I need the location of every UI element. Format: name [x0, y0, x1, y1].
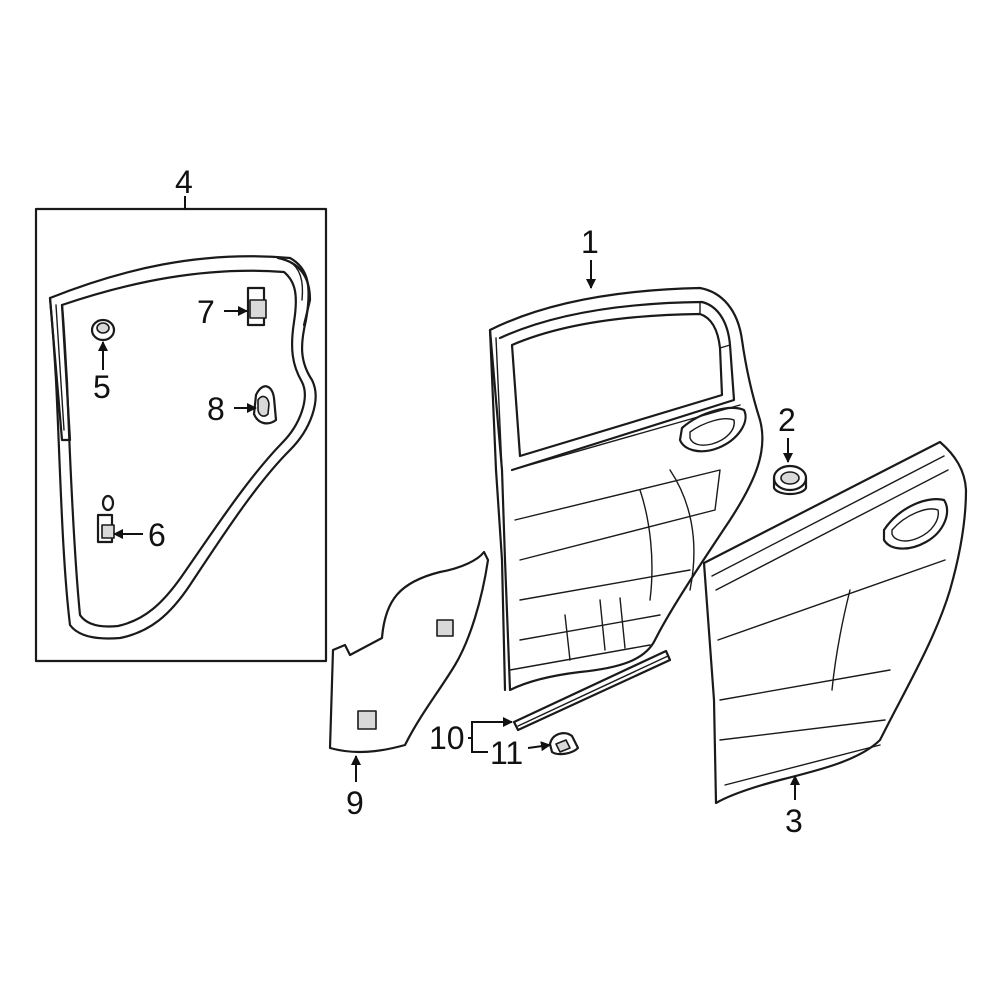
callout-5: 5 [93, 369, 111, 405]
clip-part-11 [548, 732, 580, 756]
door-shell-part-1 [488, 286, 764, 692]
callout-8: 8 [207, 391, 225, 427]
callout-9: 9 [346, 785, 364, 821]
door-outer-panel-part-3 [702, 440, 968, 805]
plug-part-2 [772, 464, 808, 496]
callout-1: 1 [581, 224, 599, 260]
callout-leaders [98, 260, 800, 800]
callout-7: 7 [197, 294, 215, 330]
callout-2: 2 [778, 402, 796, 438]
callout-3: 3 [785, 803, 803, 839]
film-part-9 [328, 550, 490, 754]
callout-6: 6 [148, 517, 166, 553]
molding-part-10 [512, 649, 672, 732]
callout-11: 11 [490, 735, 523, 771]
callout-4: 4 [175, 164, 193, 200]
weatherstrip-detail-box [34, 196, 328, 663]
callout-10: 10 [429, 720, 465, 756]
